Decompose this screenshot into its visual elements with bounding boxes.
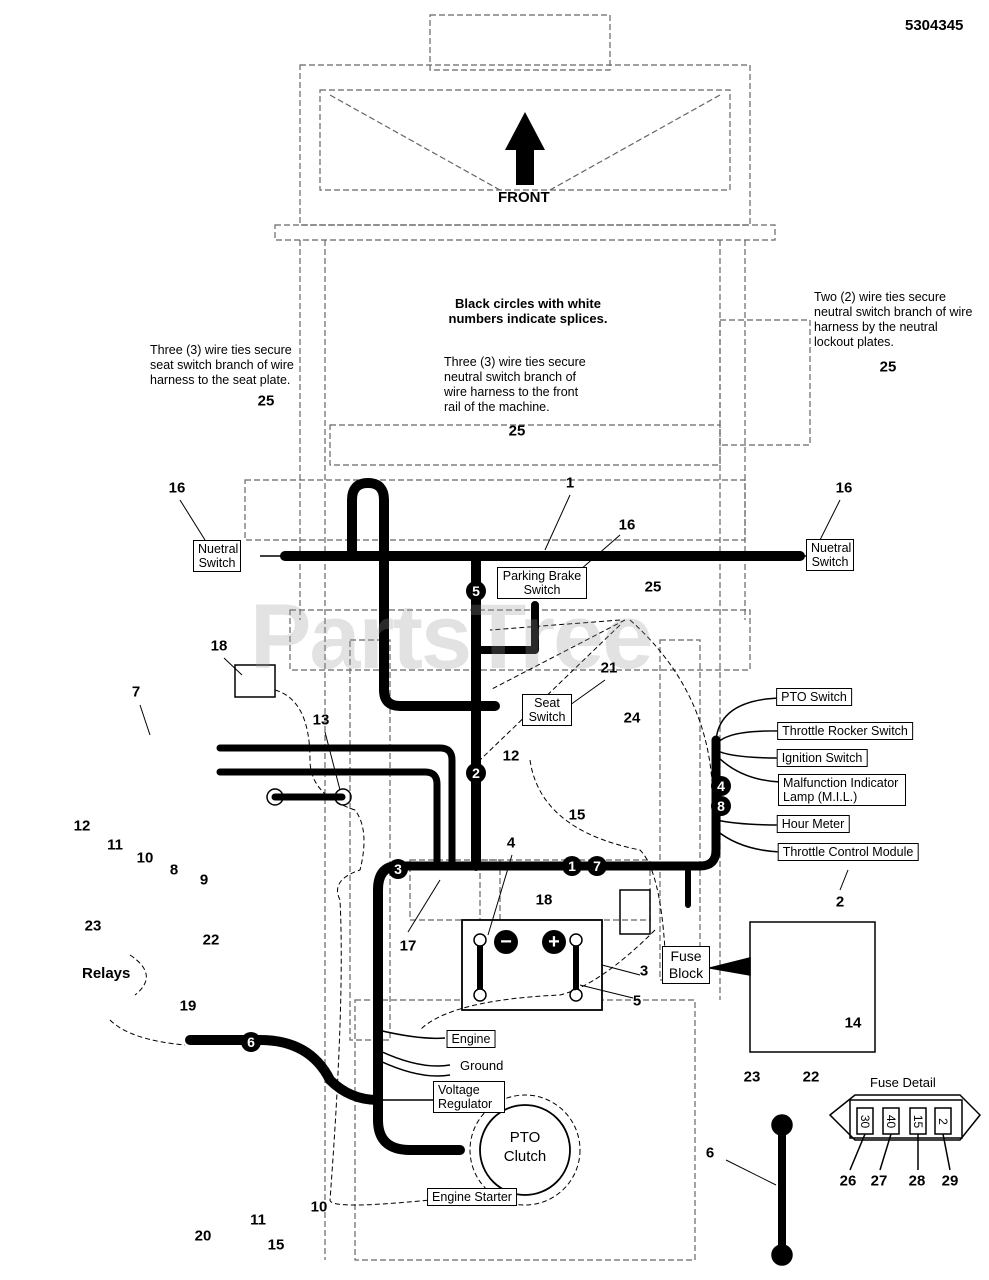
battery-negative-icon: − <box>494 930 518 954</box>
watermark: PartsTree <box>250 586 653 688</box>
callout: 4 <box>506 834 516 852</box>
label-hour-meter: Hour Meter <box>776 815 850 833</box>
fuse-30: 30 <box>858 1114 873 1129</box>
callout: 3 <box>639 962 649 980</box>
fuse-40: 40 <box>884 1114 899 1129</box>
battery-positive-icon: + <box>542 930 566 954</box>
fuse-2: 2 <box>935 1118 950 1125</box>
callout-28: 28 <box>908 1172 926 1190</box>
label-pto-clutch: PTO Clutch <box>503 1129 547 1165</box>
label-pto-switch: PTO Switch <box>776 688 852 706</box>
callout: 20 <box>194 1227 212 1245</box>
callout: 19 <box>179 997 197 1015</box>
label-voltage-regulator: Voltage Regulator <box>433 1081 505 1113</box>
callout: 16 <box>618 516 636 534</box>
label-neutral-switch-left: Nuetral Switch <box>193 540 241 572</box>
splice-4: 4 <box>711 776 731 796</box>
callout: 23 <box>84 917 102 935</box>
fuse-detail-title: Fuse Detail <box>870 1075 936 1090</box>
label-mil: Malfunction Indicator Lamp (M.I.L.) <box>778 774 906 806</box>
callout: 15 <box>267 1236 285 1254</box>
callout: 24 <box>623 709 641 727</box>
callout: 25 <box>508 422 526 440</box>
callout: 16 <box>835 479 853 497</box>
callout: 18 <box>535 891 553 909</box>
part-number: 5304345 <box>905 17 964 34</box>
callout: 10 <box>310 1198 328 1216</box>
callout: 22 <box>202 931 220 949</box>
callout-29: 29 <box>941 1172 959 1190</box>
callout: 25 <box>879 358 897 376</box>
callout: 2 <box>835 893 845 911</box>
wire-harness <box>185 478 805 1259</box>
label-engine-starter: Engine Starter <box>427 1188 517 1206</box>
splice-8: 8 <box>711 796 731 816</box>
note-lockout-ties: Two (2) wire ties secure neutral switch … <box>814 290 973 349</box>
front-arrow-icon <box>505 112 545 185</box>
callout: 13 <box>312 711 330 729</box>
splice-2: 2 <box>466 763 486 783</box>
note-splices: Black circles with white numbers indicat… <box>448 296 608 326</box>
callout: 25 <box>257 392 275 410</box>
callout: 10 <box>136 849 154 867</box>
splice-5: 5 <box>466 581 486 601</box>
callout-27: 27 <box>870 1172 888 1190</box>
note-front-ties: Three (3) wire ties secure neutral switc… <box>444 355 586 414</box>
callout: 15 <box>568 806 586 824</box>
callout: 11 <box>107 836 123 854</box>
callout: 18 <box>210 637 228 655</box>
callout: 12 <box>73 817 91 835</box>
callout: 14 <box>844 1014 862 1032</box>
label-throttle-control-module: Throttle Control Module <box>777 843 919 861</box>
fuse-15: 15 <box>911 1114 926 1129</box>
callout: 6 <box>705 1144 715 1162</box>
callout: 16 <box>168 479 186 497</box>
callout: 12 <box>502 747 520 765</box>
label-engine: Engine <box>446 1030 496 1048</box>
callout: 5 <box>632 992 642 1010</box>
splice-7: 7 <box>587 856 607 876</box>
callout: 1 <box>565 474 575 492</box>
callout: 21 <box>600 659 618 677</box>
callout-26: 26 <box>839 1172 857 1190</box>
label-ground: Ground <box>460 1058 504 1073</box>
callout: 11 <box>250 1211 266 1229</box>
note-seat-ties: Three (3) wire ties secure seat switch b… <box>150 343 294 387</box>
splice-3: 3 <box>388 859 408 879</box>
label-relays: Relays <box>82 965 131 982</box>
label-ignition-switch: Ignition Switch <box>776 749 868 767</box>
label-parking-brake-switch: Parking Brake Switch <box>497 567 587 599</box>
front-label: FRONT <box>498 189 550 206</box>
label-neutral-switch-right: Nuetral Switch <box>806 539 854 571</box>
label-throttle-rocker-switch: Throttle Rocker Switch <box>777 722 913 740</box>
callout: 25 <box>644 578 662 596</box>
label-seat-switch: Seat Switch <box>522 694 572 726</box>
routing-dashes <box>109 619 714 1206</box>
callout: 17 <box>399 937 417 955</box>
callout: 23 <box>743 1068 761 1086</box>
callout: 22 <box>802 1068 820 1086</box>
callout: 9 <box>199 871 209 889</box>
callout: 8 <box>169 861 179 879</box>
label-fuse-block: Fuse Block <box>662 946 710 984</box>
callout: 7 <box>131 683 141 701</box>
splice-1: 1 <box>562 856 582 876</box>
splice-6: 6 <box>241 1032 261 1052</box>
